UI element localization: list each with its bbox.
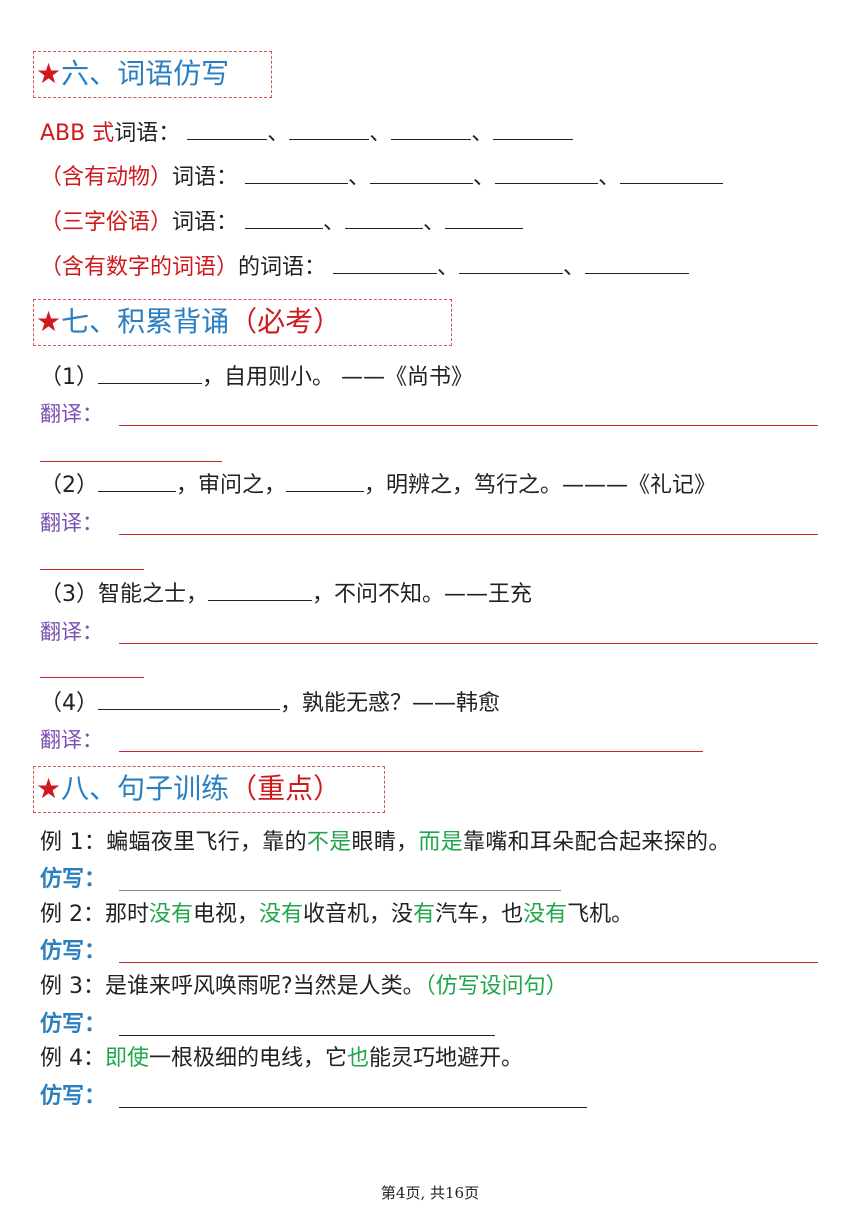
answer-blank[interactable] xyxy=(245,206,324,229)
answer-blank[interactable] xyxy=(245,161,349,184)
example-4: 例 4：即使一根极细的电线，它也能灵巧地避开。 xyxy=(40,1046,524,1071)
answer-blank[interactable] xyxy=(289,117,370,140)
answer-blank[interactable] xyxy=(98,361,202,384)
section7-heading: ★七、积累背诵（必考） xyxy=(36,305,342,338)
translate-label: 翻译： xyxy=(40,728,103,752)
recite-item-4: （4），孰能无惑？——韩愈 xyxy=(40,687,500,719)
section7-heading-box xyxy=(33,299,452,346)
fangxie-label: 仿写： xyxy=(40,867,107,892)
abb-row: ABB 式词语： 、、、 xyxy=(40,117,574,149)
answer-blank[interactable] xyxy=(98,687,280,710)
fangxie-line[interactable] xyxy=(119,890,561,891)
fangxie-line[interactable] xyxy=(119,962,818,963)
translate-line[interactable] xyxy=(119,425,818,426)
answer-blank[interactable] xyxy=(620,161,724,184)
answer-blank[interactable] xyxy=(345,206,424,229)
animal-row: （含有动物）词语： 、、、 xyxy=(40,161,724,193)
recite-item-3: （3）智能之士，，不问不知。——王充 xyxy=(40,578,532,610)
section8-heading-box xyxy=(33,766,385,813)
number-row: （含有数字的词语）的词语： 、、 xyxy=(40,251,690,283)
answer-blank[interactable] xyxy=(333,251,438,274)
section6-heading-box xyxy=(33,51,272,98)
translate-line[interactable] xyxy=(40,461,222,462)
answer-blank[interactable] xyxy=(495,161,599,184)
star-icon: ★ xyxy=(36,305,62,338)
section8-heading: ★八、句子训练（重点） xyxy=(36,772,342,805)
translate-line[interactable] xyxy=(119,751,703,752)
translate-label: 翻译： xyxy=(40,402,103,426)
translate-line[interactable] xyxy=(40,677,144,678)
answer-blank[interactable] xyxy=(493,117,574,140)
answer-blank[interactable] xyxy=(391,117,472,140)
star-icon: ★ xyxy=(36,772,62,805)
example-2: 例 2：那时没有电视，没有收音机，没有汽车，也没有飞机。 xyxy=(40,902,634,927)
star-icon: ★ xyxy=(36,57,62,90)
section6-heading: ★六、词语仿写 xyxy=(36,57,229,91)
answer-blank[interactable] xyxy=(459,251,564,274)
recite-item-2: （2），审问之，，明辨之，笃行之。———《礼记》 xyxy=(40,469,716,501)
fangxie-line[interactable] xyxy=(119,1107,587,1108)
fangxie-label: 仿写： xyxy=(40,1012,107,1037)
translate-line[interactable] xyxy=(119,643,818,644)
translate-label: 翻译： xyxy=(40,620,103,644)
answer-blank[interactable] xyxy=(286,469,365,492)
answer-blank[interactable] xyxy=(98,469,176,492)
translate-line[interactable] xyxy=(40,569,144,570)
answer-blank[interactable] xyxy=(187,117,268,140)
translate-line[interactable] xyxy=(119,534,818,535)
answer-blank[interactable] xyxy=(445,206,524,229)
answer-blank[interactable] xyxy=(370,161,474,184)
example-1: 例 1：蝙蝠夜里飞行，靠的不是眼睛，而是靠嘴和耳朵配合起来探的。 xyxy=(40,830,731,855)
example-3: 例 3：是谁来呼风唤雨呢?当然是人类。（仿写设问句） xyxy=(40,974,568,999)
translate-label: 翻译： xyxy=(40,511,103,535)
fangxie-label: 仿写： xyxy=(40,1084,107,1109)
fangxie-label: 仿写： xyxy=(40,939,107,964)
page-number: 第4页, 共16页 xyxy=(380,1184,480,1202)
answer-blank[interactable] xyxy=(585,251,690,274)
answer-blank[interactable] xyxy=(208,578,313,601)
fangxie-line[interactable] xyxy=(119,1035,495,1036)
section6-title: 六、词语仿写 xyxy=(61,57,230,90)
proverb-row: （三字俗语）词语： 、、 xyxy=(40,206,524,238)
recite-item-1: （1），自用则小。 ——《尚书》 xyxy=(40,361,473,393)
